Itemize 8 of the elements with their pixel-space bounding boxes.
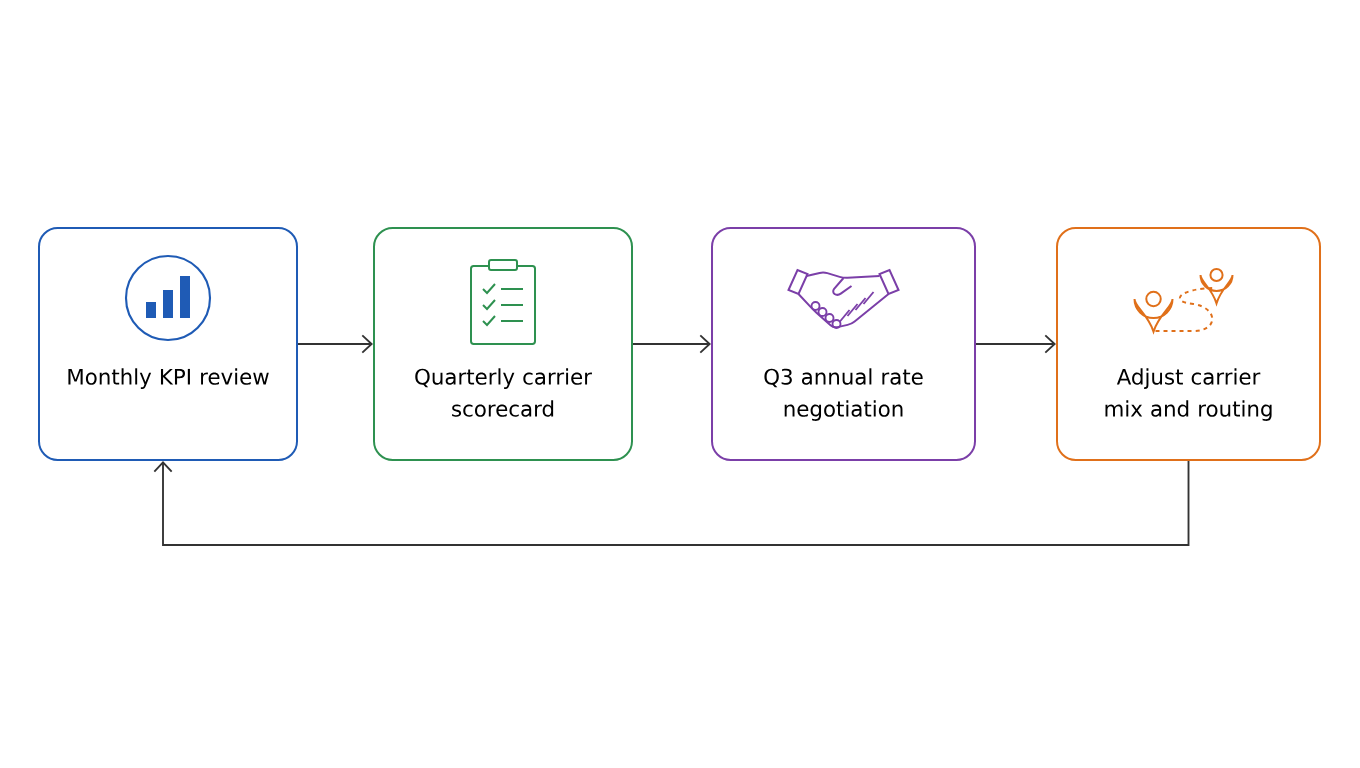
arrow [632,334,711,354]
process-box: Quarterly carrier scorecard [373,227,633,461]
arrow [975,334,1056,354]
process-box: Monthly KPI review [38,227,298,461]
arrow [153,460,1190,546]
process-box: Adjust carrier mix and routing [1056,227,1321,461]
arrow [297,334,373,354]
process-box: Q3 annual rate negotiation [711,227,976,461]
